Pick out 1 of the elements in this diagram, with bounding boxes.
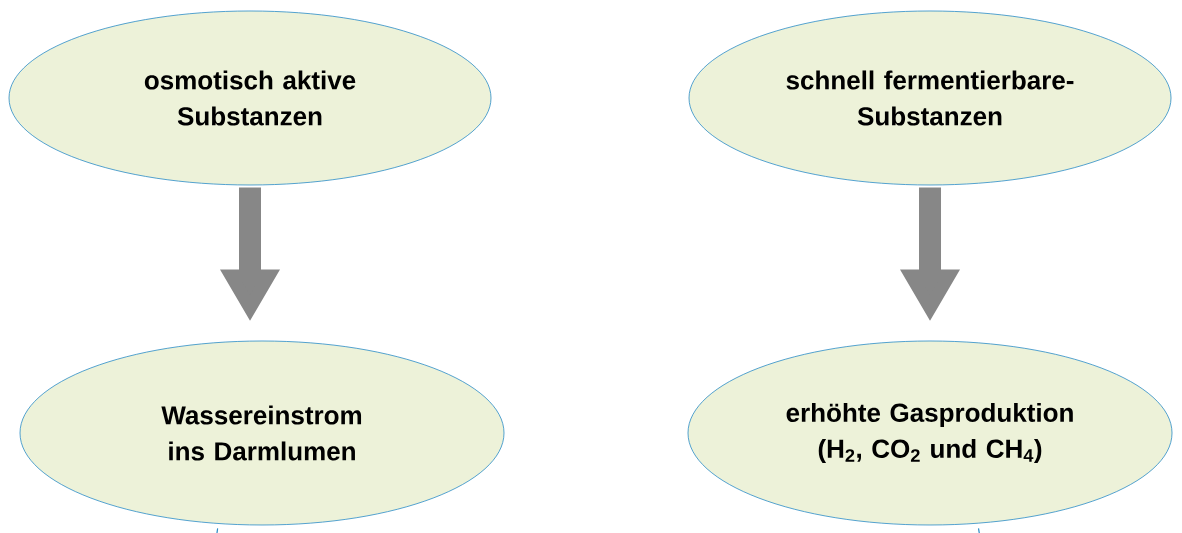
connector-line	[213, 527, 219, 533]
